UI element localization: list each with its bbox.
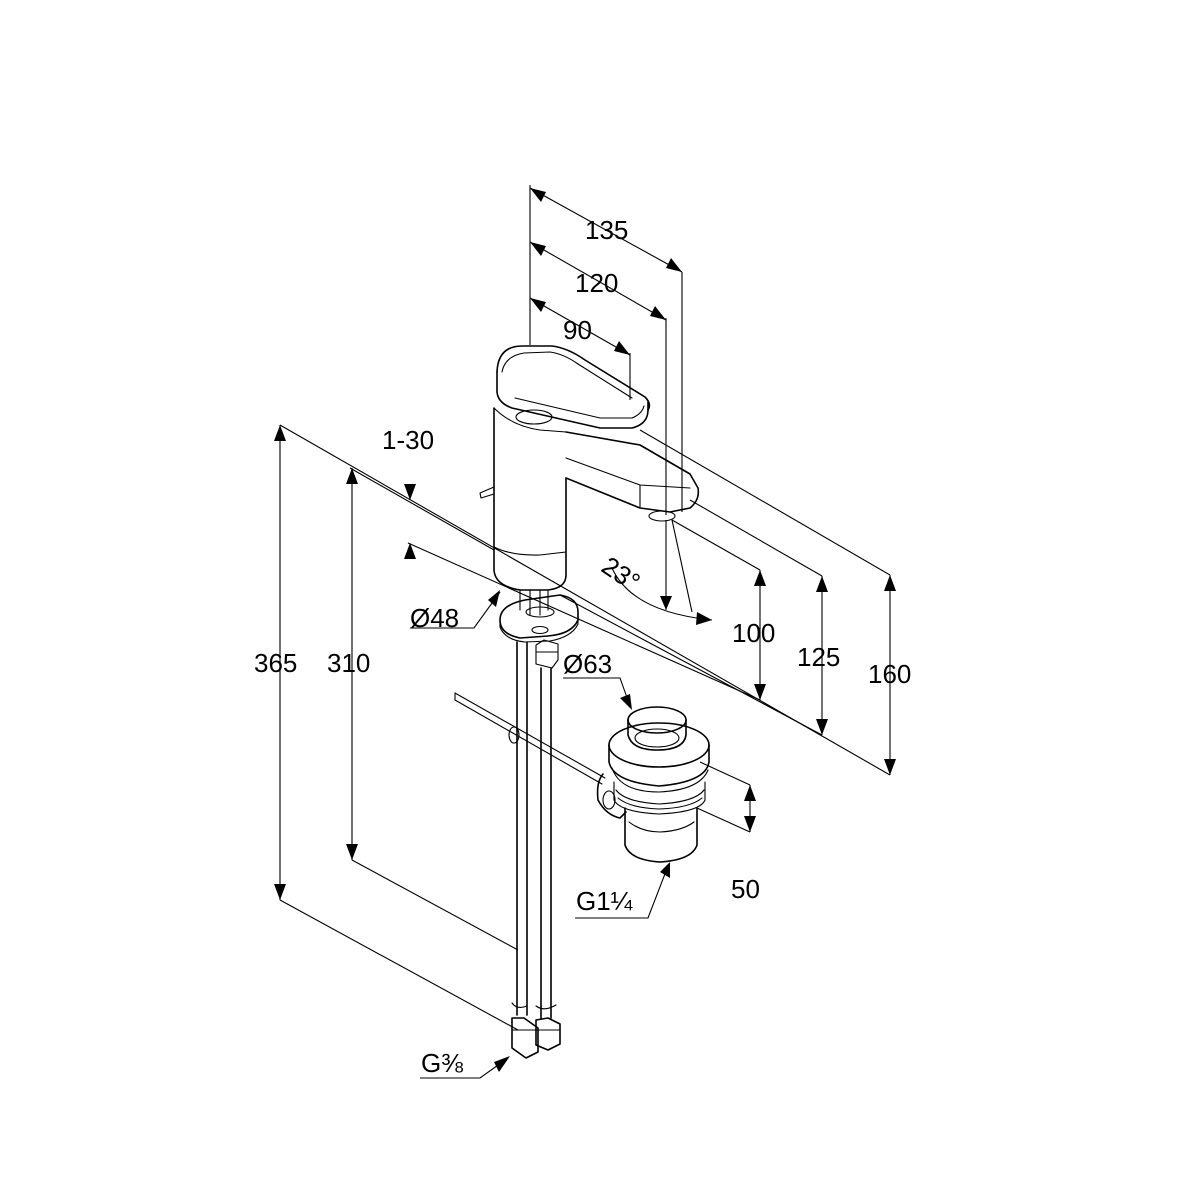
dim-365-label: 365 [254, 648, 298, 678]
dia-63-label: Ø63 [563, 649, 613, 679]
thread-waste-label: G1¼ [576, 886, 633, 916]
dim-310-label: 310 [327, 648, 371, 678]
dimension-lines [279, 185, 891, 1079]
dim-50-label: 50 [731, 874, 760, 904]
dia-48-label: Ø48 [410, 603, 460, 633]
arrowheads [274, 188, 896, 1072]
dim-100-label: 100 [732, 618, 776, 648]
dim-90-label: 90 [563, 315, 592, 345]
dim-160-label: 160 [868, 659, 912, 689]
dim-120-label: 120 [575, 268, 619, 298]
dim-1-30-label: 1-30 [382, 425, 435, 455]
mounting-washer [499, 594, 579, 669]
pop-up-rod [454, 692, 606, 785]
dim-135-label: 135 [585, 215, 629, 245]
dim-125-label: 125 [797, 642, 841, 672]
waste-valve [596, 706, 710, 863]
supply-hoses [511, 641, 561, 1059]
thread-supply-label: G⅜ [421, 1048, 463, 1078]
